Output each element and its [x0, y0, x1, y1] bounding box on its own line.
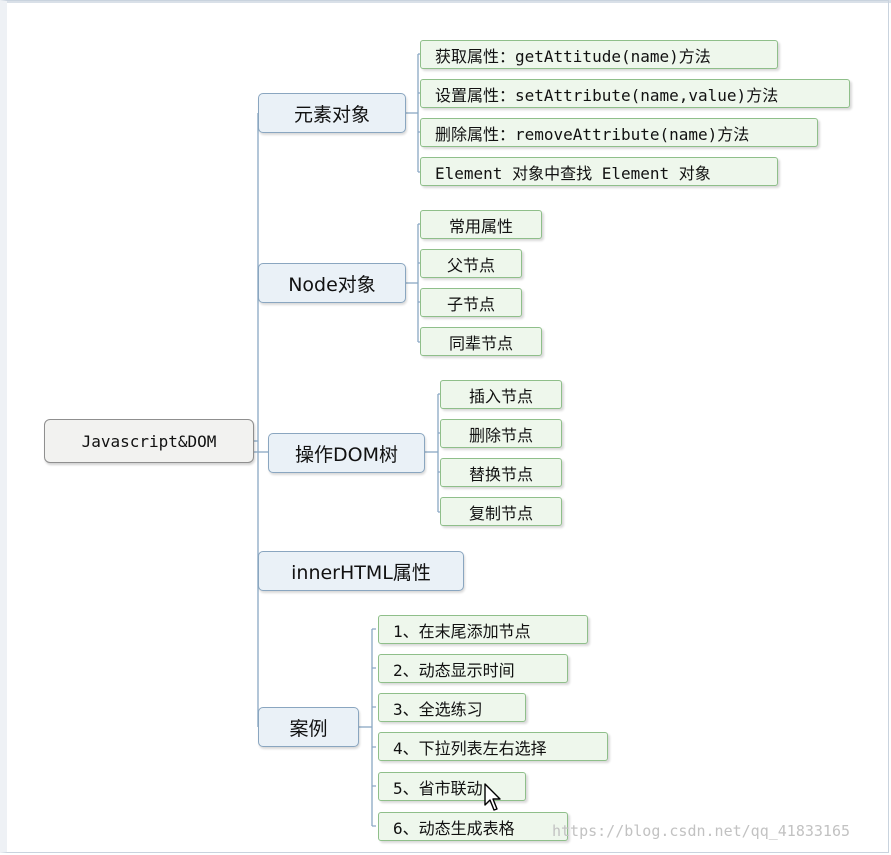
- leaf-delete-node: 删除节点: [440, 419, 562, 448]
- branch-label: 案例: [289, 717, 328, 740]
- leaf-example-6: 6、动态生成表格: [378, 812, 568, 841]
- leaf-common-properties: 常用属性: [420, 210, 542, 239]
- leaf-set-attribute: 设置属性：setAttribute(name,value)方法: [420, 79, 850, 108]
- leaf-remove-attribute: 删除属性：removeAttribute(name)方法: [420, 118, 818, 147]
- leaf-parent-node: 父节点: [420, 249, 522, 278]
- leaf-example-2: 2、动态显示时间: [378, 654, 568, 683]
- leaf-example-5: 5、省市联动: [378, 772, 526, 801]
- leaf-example-3: 3、全选练习: [378, 693, 526, 722]
- leaf-insert-node: 插入节点: [440, 380, 562, 409]
- root-node-label: Javascript&DOM: [81, 431, 217, 451]
- branch-examples: 案例: [258, 707, 359, 747]
- leaf-label: 删除节点: [468, 425, 533, 445]
- branch-label: 元素对象: [293, 103, 370, 126]
- leaf-label: 设置属性：setAttribute(name,value)方法: [435, 85, 779, 105]
- mouse-pointer-icon: [484, 783, 501, 811]
- leaf-label: 常用属性: [448, 216, 513, 236]
- root-node: Javascript&DOM: [44, 419, 254, 463]
- leaf-copy-node: 复制节点: [440, 497, 562, 526]
- leaf-label: Element 对象中查找 Element 对象: [435, 163, 711, 183]
- leaf-label: 复制节点: [468, 503, 533, 523]
- leaf-label: 替换节点: [468, 464, 533, 484]
- leaf-label: 5、省市联动: [393, 778, 483, 798]
- watermark-url: https://blog.csdn.net/qq_41833165: [552, 822, 851, 840]
- leaf-label: 父节点: [446, 255, 495, 275]
- leaf-replace-node: 替换节点: [440, 458, 562, 487]
- leaf-label: 4、下拉列表左右选择: [393, 738, 547, 758]
- leaf-element-find: Element 对象中查找 Element 对象: [420, 157, 778, 186]
- branch-label: 操作DOM树: [295, 443, 398, 466]
- leaf-get-attribute: 获取属性：getAttitude(name)方法: [420, 40, 778, 69]
- leaf-label: 2、动态显示时间: [393, 660, 515, 680]
- leaf-label: 同辈节点: [448, 333, 513, 353]
- branch-label: Node对象: [288, 273, 376, 296]
- window-top-edge: [0, 0, 891, 3]
- leaf-label: 获取属性：getAttitude(name)方法: [435, 46, 711, 66]
- branch-node-object: Node对象: [258, 263, 406, 303]
- branch-dom-tree-operations: 操作DOM树: [268, 433, 425, 473]
- leaf-label: 6、动态生成表格: [393, 818, 515, 838]
- leaf-label: 删除属性：removeAttribute(name)方法: [435, 124, 750, 144]
- leaf-label: 插入节点: [468, 386, 533, 406]
- branch-innerhtml: innerHTML属性: [258, 551, 464, 591]
- leaf-label: 子节点: [446, 294, 495, 314]
- leaf-label: 3、全选练习: [393, 699, 483, 719]
- branch-label: innerHTML属性: [291, 561, 431, 584]
- leaf-child-node: 子节点: [420, 288, 522, 317]
- leaf-example-1: 1、在末尾添加节点: [378, 615, 588, 644]
- branch-element-object: 元素对象: [258, 93, 406, 133]
- leaf-sibling-node: 同辈节点: [420, 327, 542, 356]
- leaf-example-4: 4、下拉列表左右选择: [378, 732, 608, 761]
- leaf-label: 1、在末尾添加节点: [393, 621, 531, 641]
